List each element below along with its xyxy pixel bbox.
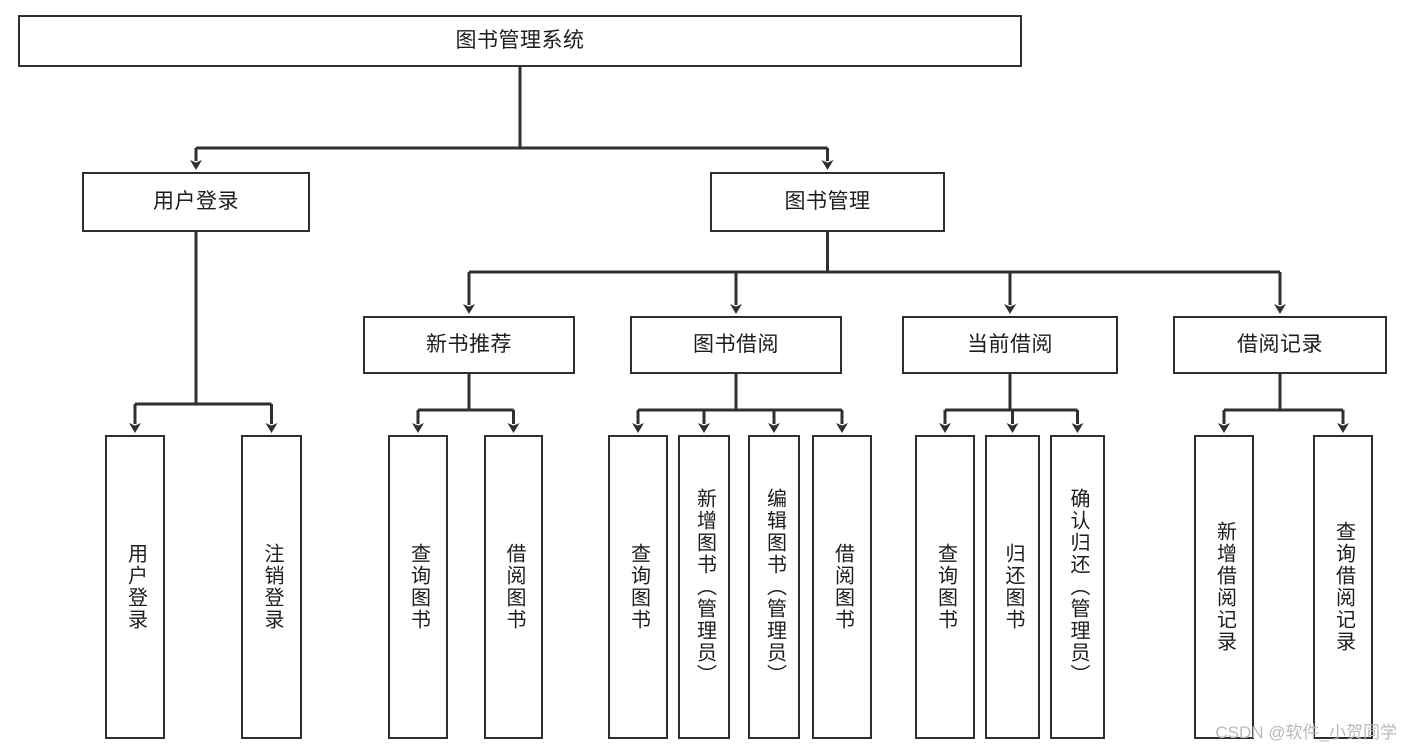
- leaf-query-book-borrow[interactable]: 查询图书: [608, 435, 668, 739]
- node-book-management[interactable]: 图书管理: [710, 172, 945, 232]
- node-book-borrow[interactable]: 图书借阅: [630, 316, 842, 374]
- leaf-edit-book-admin[interactable]: 编辑图书（管理员）: [748, 435, 800, 739]
- node-root[interactable]: 图书管理系统: [18, 15, 1022, 67]
- node-label: 图书管理: [784, 189, 871, 213]
- node-label: 归还图书: [1002, 543, 1024, 631]
- node-label: 图书借阅: [693, 332, 779, 356]
- leaf-query-book-current[interactable]: 查询图书: [915, 435, 975, 739]
- node-label: 借阅图书: [503, 543, 525, 631]
- leaf-add-book-admin[interactable]: 新增图书（管理员）: [678, 435, 730, 739]
- node-label: 查询图书: [407, 543, 430, 631]
- leaf-query-book-recommend[interactable]: 查询图书: [388, 435, 448, 739]
- node-label: 用户登录: [153, 189, 239, 213]
- node-label: 查询图书: [627, 543, 650, 631]
- leaf-add-borrow-record[interactable]: 新增借阅记录: [1194, 435, 1254, 739]
- leaf-query-borrow-record[interactable]: 查询借阅记录: [1313, 435, 1373, 739]
- node-label: 当前借阅: [967, 332, 1053, 356]
- node-borrow-records[interactable]: 借阅记录: [1173, 316, 1387, 374]
- node-label: 新书推荐: [426, 332, 512, 356]
- node-label: 用户登录: [124, 543, 147, 631]
- node-label: 借阅图书: [831, 543, 854, 631]
- node-current-borrow[interactable]: 当前借阅: [902, 316, 1118, 374]
- node-label: 注销登录: [261, 543, 283, 631]
- node-label: 图书管理系统: [455, 28, 585, 52]
- watermark: CSDN @软件_小贺同学: [1215, 723, 1397, 742]
- leaf-borrow-book-recommend[interactable]: 借阅图书: [484, 435, 543, 739]
- node-user-login[interactable]: 用户登录: [82, 172, 310, 232]
- leaf-return-book[interactable]: 归还图书: [985, 435, 1040, 739]
- node-label: 查询图书: [934, 543, 957, 631]
- node-label: 确认归还（管理员）: [1067, 488, 1089, 686]
- node-label: 新增图书（管理员）: [693, 488, 716, 686]
- leaf-borrow-book[interactable]: 借阅图书: [812, 435, 872, 739]
- leaf-user-login[interactable]: 用户登录: [105, 435, 165, 739]
- node-label: 借阅记录: [1237, 332, 1323, 356]
- node-label: 新增借阅记录: [1213, 521, 1236, 653]
- leaf-logout[interactable]: 注销登录: [241, 435, 302, 739]
- node-label: 查询借阅记录: [1332, 521, 1355, 653]
- leaf-confirm-return-admin[interactable]: 确认归还（管理员）: [1050, 435, 1105, 739]
- node-label: 编辑图书（管理员）: [763, 488, 786, 686]
- node-new-book-recommend[interactable]: 新书推荐: [363, 316, 575, 374]
